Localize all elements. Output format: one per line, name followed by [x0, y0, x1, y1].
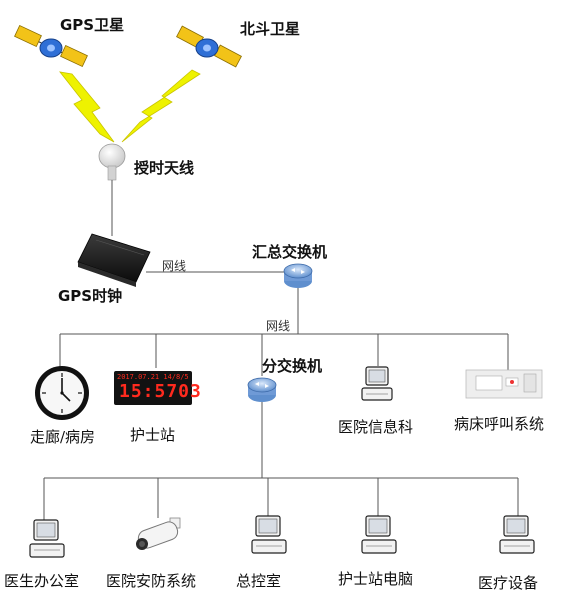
main-switch-label: 汇总交换机: [252, 243, 328, 261]
tier2-label-nurse-computer: 护士站电脑: [338, 570, 414, 588]
gps-satellite-label: GPS卫星: [60, 16, 125, 34]
tier1-label-bed-call: 病床呼叫系统: [454, 415, 545, 433]
gps-satellite-icon: [14, 24, 88, 68]
nurse-station-led-clock: 2017.07.21 14/8/5 15:5703: [114, 371, 201, 405]
nurse-station-computer-icon: [361, 515, 397, 554]
tier2-label-control-room: 总控室: [236, 572, 282, 590]
antenna-icon: [98, 143, 126, 181]
wall-clock-icon: [35, 366, 89, 420]
beidou-signal-bolt-icon: [121, 69, 201, 143]
security-camera-icon: [136, 517, 181, 550]
bed-call-panel-icon: [465, 369, 543, 399]
main-switch-icon: [283, 263, 313, 288]
tier1-label-nurse-station: 护士站: [130, 426, 176, 444]
doctor-office-computer-icon: [29, 519, 65, 558]
gps-signal-bolt-icon: [59, 71, 115, 143]
led-clock-date: 2017.07.21 14/8/5: [117, 373, 189, 381]
info-dept-computer-icon: [361, 366, 393, 401]
network-cable-label-middle: 网线: [266, 319, 291, 333]
control-room-computer-icon: [251, 515, 287, 554]
tier2-label-doctor-office: 医生办公室: [4, 572, 80, 590]
tier2-label-medical-equipment: 医疗设备: [478, 574, 539, 592]
sub-switch-icon: [247, 377, 277, 402]
led-clock-time: 15:5703: [119, 381, 202, 402]
network-cable-label-top: 网线: [162, 259, 187, 273]
beidou-satellite-icon: [176, 25, 242, 68]
gps-clock-label: GPS时钟: [58, 287, 123, 305]
medical-equipment-computer-icon: [499, 515, 535, 554]
tier2-label-security: 医院安防系统: [106, 572, 197, 590]
sub-switch-label: 分交换机: [262, 357, 323, 375]
tier1-label-info-dept: 医院信息科: [338, 418, 414, 436]
antenna-label: 授时天线: [134, 159, 195, 177]
tier1-label-corridor: 走廊/病房: [30, 428, 96, 446]
gps-clock-device-icon: [77, 233, 151, 287]
beidou-satellite-label: 北斗卫星: [240, 20, 301, 38]
